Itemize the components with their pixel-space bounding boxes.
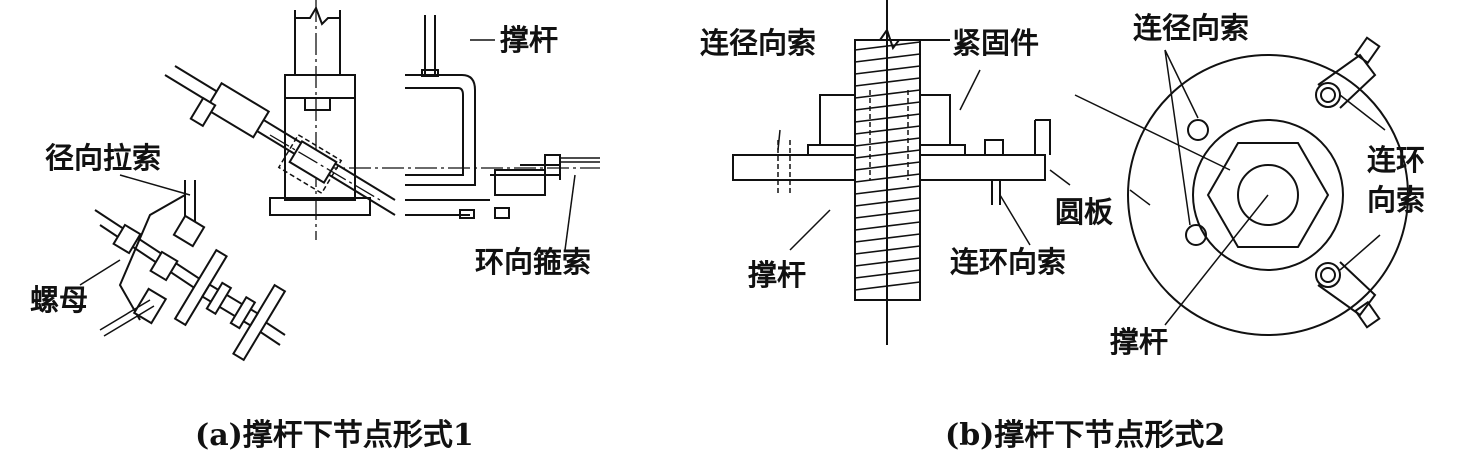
- label-fastener: 紧固件: [952, 26, 1039, 60]
- figure-b-elevation: 连径向索 紧固件 撑杆 连环向索 圆板: [700, 0, 1114, 345]
- hoop-tab-bottom: [1315, 261, 1381, 329]
- label-nut: 螺母: [30, 283, 88, 317]
- label-connect-hoop-right-2: 向索: [1367, 183, 1425, 217]
- caption-a: (a)撑杆下节点形式1: [195, 418, 474, 453]
- label-hoop-cable: 环向箍索: [475, 245, 591, 279]
- bracket-elevation: [316, 15, 600, 251]
- label-strut-plan: 撑杆: [1110, 325, 1168, 359]
- diagonal-cable-assembly: [164, 65, 396, 216]
- label-connect-hoop-right-1: 连环: [1367, 143, 1425, 177]
- label-strut-b: 撑杆: [748, 258, 806, 292]
- label-round-plate: 圆板: [1055, 195, 1114, 229]
- hoop-tab-top: [1315, 36, 1381, 109]
- label-connect-radial-top: 连径向索: [1133, 11, 1249, 45]
- lower-left-assembly: [79, 174, 287, 362]
- figure-b-plan: 连径向索 连环 向索 撑杆 (b)撑杆下节点形式2: [945, 11, 1425, 453]
- label-strut-a: 撑杆: [500, 23, 558, 57]
- caption-b: (b)撑杆下节点形式2: [945, 418, 1225, 453]
- label-radial-cable: 径向拉索: [45, 141, 161, 175]
- column-elevation: [269, 0, 371, 240]
- figure-a: 撑杆 径向拉索 螺母 环向箍索 (a)撑杆下节点形式1: [30, 0, 600, 453]
- label-connect-hoop-bottom: 连环向索: [950, 245, 1066, 279]
- label-connect-radial-left: 连径向索: [700, 26, 816, 60]
